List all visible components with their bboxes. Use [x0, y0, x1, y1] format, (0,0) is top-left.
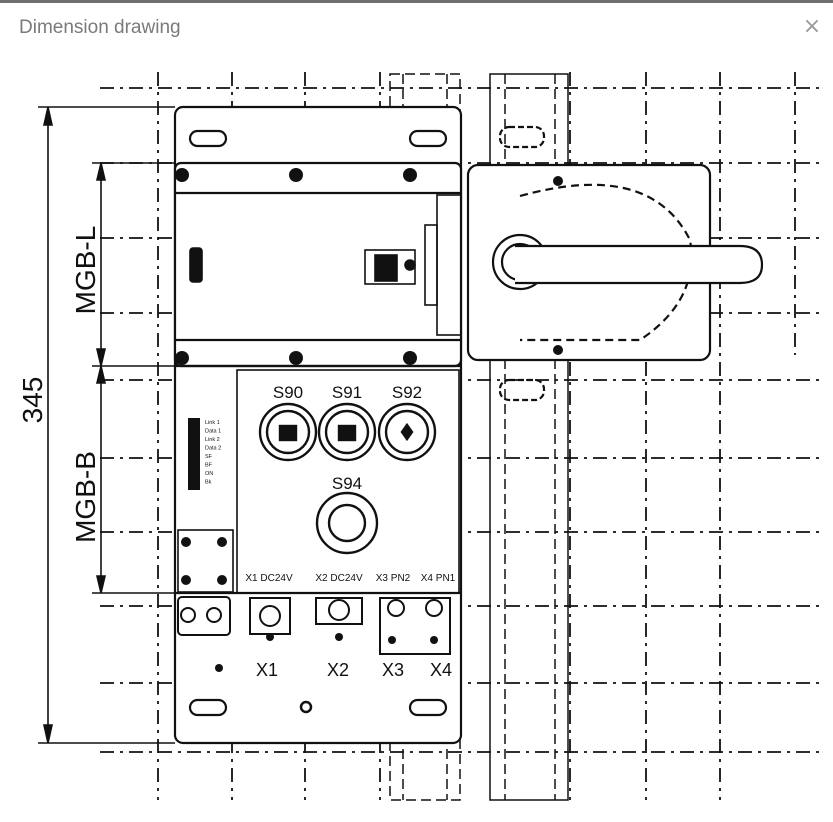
- screws: [175, 168, 417, 672]
- led-strip: Link 1 Data 1 Link 2 Data 2 SF BF ON Bk: [188, 418, 221, 490]
- push-buttons: [258, 402, 437, 555]
- dimension-total-label: 345: [17, 377, 48, 424]
- dialog-title: Dimension drawing: [19, 17, 181, 38]
- connector-label-x3: X3 PN2: [376, 573, 411, 584]
- connector-id-x4: X4: [430, 660, 452, 680]
- connector-label-x4: X4 PN1: [421, 573, 456, 584]
- mounting-hole: [299, 700, 313, 714]
- led-label: Link 1: [205, 420, 220, 426]
- button-label-s92: S92: [392, 383, 422, 402]
- dialog-header: Dimension drawing ×: [0, 3, 833, 51]
- button-label-s94: S94: [332, 474, 362, 493]
- close-icon[interactable]: ×: [802, 14, 822, 39]
- led-label: Bk: [205, 480, 212, 486]
- connector-label-x1: X1 DC24V: [245, 573, 293, 584]
- connector-id-x1: X1: [256, 660, 278, 680]
- connector-label-x2: X2 DC24V: [315, 573, 363, 584]
- dimension-upper-label: MGB-L: [70, 226, 101, 315]
- dialog-top-border: [0, 0, 833, 3]
- connector-id-x3: X3: [382, 660, 404, 680]
- led-label: Data 2: [205, 446, 221, 452]
- led-label: BF: [205, 463, 213, 469]
- dimension-lower-label: MGB-B: [70, 451, 101, 543]
- door-handle: [466, 125, 764, 402]
- button-label-s91: S91: [332, 383, 362, 402]
- led-label: Data 1: [205, 429, 221, 435]
- led-label: ON: [205, 471, 213, 477]
- dimension-drawing: 345 MGB-L MGB-B: [17, 72, 820, 801]
- dimension-lines: [38, 106, 175, 744]
- button-label-s90: S90: [273, 383, 303, 402]
- led-label: Link 2: [205, 437, 220, 443]
- led-label: SF: [205, 454, 213, 460]
- connector-id-x2: X2: [327, 660, 349, 680]
- lock-module-details: [189, 194, 462, 336]
- connectors: [177, 596, 451, 655]
